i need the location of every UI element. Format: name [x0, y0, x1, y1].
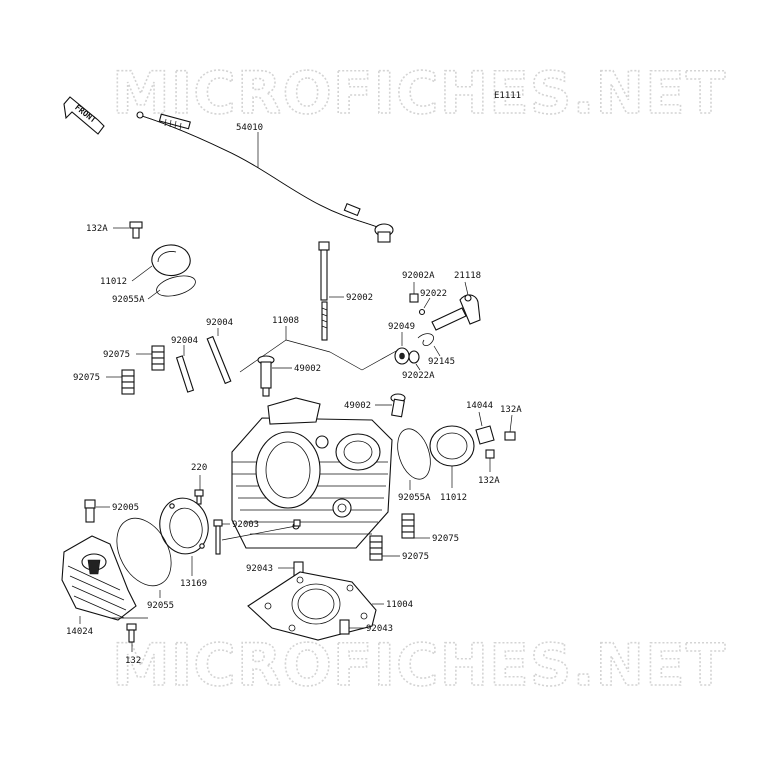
head-cover-14024 — [61, 535, 137, 621]
cover-13169 — [159, 497, 209, 555]
diagram-code: E1111 — [494, 91, 521, 101]
callout-92055A-a: 92055A — [112, 295, 145, 305]
callout-132A-b: 132A — [500, 405, 522, 415]
front-arrow-icon: FRONT — [63, 96, 105, 135]
callout-54010: 54010 — [236, 123, 263, 133]
callout-92049: 92049 — [388, 322, 415, 332]
callout-21118: 21118 — [454, 271, 481, 281]
callout-92005: 92005 — [112, 503, 139, 513]
callout-92043-a: 92043 — [246, 564, 273, 574]
bolt-92003 — [213, 519, 301, 555]
cap-11012-right — [397, 425, 516, 480]
callout-92075-b: 92075 — [73, 373, 100, 383]
callout-92055: 92055 — [147, 601, 174, 611]
shims-92075-right — [369, 513, 415, 561]
bolt-132 — [126, 623, 137, 643]
callout-92004-b: 92004 — [171, 336, 198, 346]
callout-14044: 14044 — [466, 401, 493, 411]
cable-54010 — [136, 111, 394, 243]
cap-11012-left — [129, 221, 196, 297]
callout-92075-a: 92075 — [103, 350, 130, 360]
stud-92004-a — [206, 335, 232, 385]
oring-92055 — [116, 517, 172, 587]
callout-132A-c: 132A — [478, 476, 500, 486]
callout-92075-c: 92075 — [432, 534, 459, 544]
callout-92145: 92145 — [428, 357, 455, 367]
callout-49002-a: 49002 — [294, 364, 321, 374]
shims-92075-left — [121, 345, 165, 395]
callout-92002: 92002 — [346, 293, 373, 303]
dowel-92043-b — [339, 619, 350, 635]
valve-guide-49002-b — [390, 393, 406, 418]
callout-92002A: 92002A — [402, 271, 435, 281]
callout-92075-d: 92075 — [402, 552, 429, 562]
callout-92003: 92003 — [232, 520, 259, 530]
gasket-11004 — [247, 571, 377, 641]
callout-92055A-b: 92055A — [398, 493, 431, 503]
callout-220: 220 — [191, 463, 207, 473]
cylinder-head — [231, 397, 393, 549]
callout-132: 132 — [125, 656, 141, 666]
callout-11012-b: 11012 — [440, 493, 467, 503]
callout-92022A: 92022A — [402, 371, 435, 381]
watermark-top: MICROFICHES.NET — [112, 59, 726, 127]
watermark-bottom: MICROFICHES.NET — [112, 631, 726, 699]
head-group-bracket — [239, 326, 399, 373]
callout-11004: 11004 — [386, 600, 413, 610]
stud-92004-b — [175, 355, 195, 393]
callout-14024: 14024 — [66, 627, 93, 637]
stud-92002 — [318, 241, 330, 341]
callout-92022: 92022 — [420, 289, 447, 299]
callout-92043-b: 92043 — [366, 624, 393, 634]
callout-13169: 13169 — [180, 579, 207, 589]
callout-132A-a: 132A — [86, 224, 108, 234]
valve-guide-49002-a — [257, 355, 275, 397]
callout-92004-a: 92004 — [206, 318, 233, 328]
callout-11012-a: 11012 — [100, 277, 127, 287]
callout-49002-b: 49002 — [344, 401, 371, 411]
plug-92005 — [84, 499, 96, 523]
callout-11008: 11008 — [272, 316, 299, 326]
bolt-220 — [194, 489, 204, 505]
